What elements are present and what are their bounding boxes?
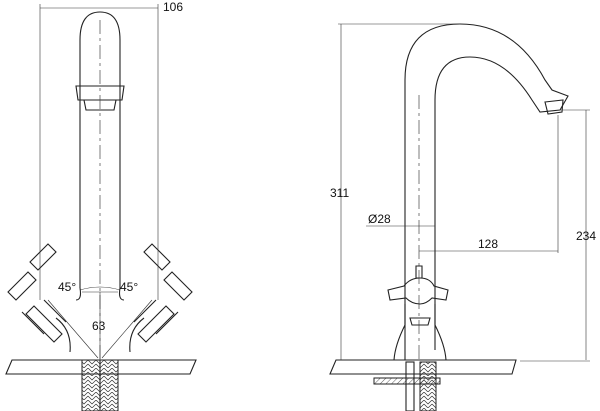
front-base — [55, 287, 145, 353]
side-supply-hose — [419, 361, 437, 411]
width-dimension-label: 106 — [163, 0, 184, 14]
spout-reach-label: 128 — [478, 237, 499, 251]
front-aerator — [75, 85, 125, 111]
side-base — [393, 304, 447, 361]
side-view — [329, 23, 590, 411]
side-spout — [404, 23, 569, 360]
side-mount-stud — [405, 361, 415, 411]
side-countertop — [329, 359, 517, 375]
right-angle-label: 45° — [120, 280, 139, 294]
side-handle — [387, 265, 449, 305]
spout-diameter-label: Ø28 — [368, 212, 391, 226]
spout-height-label: 234 — [576, 229, 597, 243]
left-angle-label: 45° — [58, 280, 77, 294]
front-handle-right — [133, 230, 193, 343]
base-height-label: 63 — [92, 319, 106, 333]
front-handle-left — [7, 230, 67, 343]
front-countertop — [5, 359, 197, 375]
front-view — [5, 4, 197, 411]
side-mount-plate — [373, 377, 441, 385]
side-aerator — [544, 99, 564, 115]
front-spout — [79, 11, 121, 288]
total-height-label: 311 — [330, 186, 350, 200]
